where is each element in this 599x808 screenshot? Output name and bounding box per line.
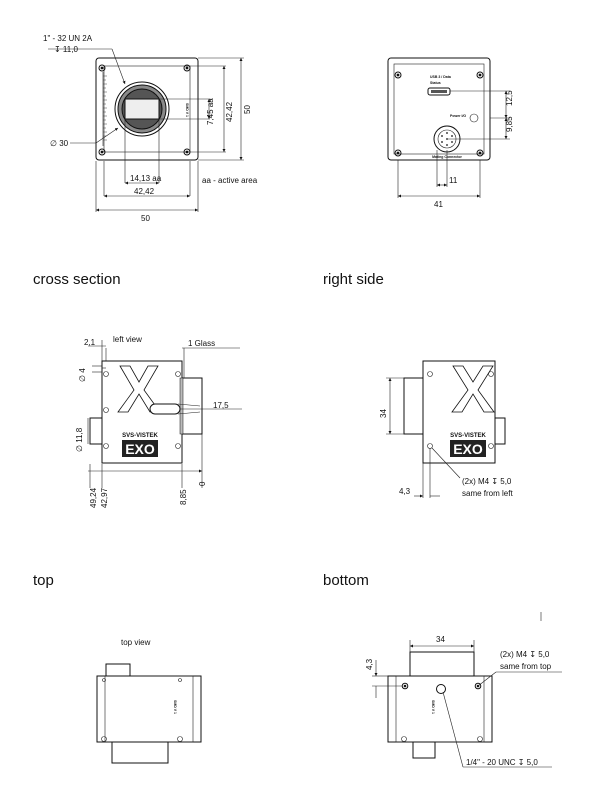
front-mount-holes: [98, 64, 191, 156]
right-m4-label: (2x) M4 ↧ 5,0: [462, 477, 512, 486]
back-dim-41: 41: [434, 200, 443, 209]
front-dim-50-v: 50: [243, 105, 252, 114]
bottom-view-drawing: SMD V 1: [372, 640, 562, 768]
svg-text:Power I/O: Power I/O: [450, 114, 466, 118]
bottom-tripod-label: 1/4" - 20 UNC ↧ 5,0: [466, 758, 538, 767]
back-dim-12-5: 12,5: [505, 90, 514, 106]
front-depth-label: ↧ 11,0: [54, 45, 78, 54]
front-dim-7-45: 7,45 aa: [206, 98, 215, 125]
cross-dim-0: 0: [198, 481, 207, 486]
back-dim-11: 11: [449, 176, 458, 185]
cross-brand-label: SVS-VISTEK: [122, 433, 158, 439]
cross-logo-badge: [122, 440, 158, 457]
right-logo: EXO: [453, 441, 483, 457]
back-dim-9-85: 9,85: [505, 116, 514, 132]
back-view-drawing: USB 3 / Data Status Power I/O Mating Con…: [387, 57, 510, 198]
front-thread-label: 1" - 32 UN 2A: [43, 34, 93, 43]
cross-logo: EXO: [125, 441, 155, 457]
cross-dim-49-24: 49,24: [89, 487, 98, 508]
cross-left-view: left view: [113, 335, 142, 344]
right-dim-4-3: 4,3: [399, 487, 411, 496]
cross-dimension-lines: [87, 340, 242, 488]
cross-dim-2-1: 2,1: [84, 338, 96, 347]
right-logo-badge: [450, 440, 486, 457]
right-dim-34: 34: [379, 409, 388, 418]
right-brand-label: SVS-VISTEK: [450, 433, 486, 439]
front-dim-42-42-v: 42,42: [225, 101, 234, 122]
bottom-same-label: same from top: [500, 662, 552, 671]
front-diameter-label: ∅ 30: [50, 139, 69, 148]
cross-dim-8-85: 8,85: [179, 489, 188, 505]
svg-text:SMD V 1: SMD V 1: [431, 700, 435, 714]
top-view-drawing: SMD V 1: [96, 663, 202, 764]
right-same-label: same from left: [462, 489, 513, 498]
front-view-drawing: SMD V 1: [48, 48, 244, 212]
cross-dim-17-5: 17,5: [213, 401, 229, 410]
section-title-right-side: right side: [323, 271, 384, 288]
right-side-drawing: [386, 360, 506, 498]
section-title-bottom: bottom: [323, 572, 369, 589]
front-dim-14-13: 14,13 aa: [130, 174, 162, 183]
back-mount-holes: [394, 71, 484, 157]
bottom-dim-4-3: 4,3: [365, 658, 374, 670]
svg-text:Mating Connector: Mating Connector: [432, 155, 462, 159]
cross-section-drawing: [89, 360, 203, 464]
cross-glass: 1 Glass: [188, 339, 215, 348]
svg-text:Status: Status: [430, 81, 441, 85]
cross-dim-d4: ∅ 4: [78, 368, 87, 382]
front-legend-active-area: aa - active area: [202, 176, 258, 185]
bottom-m4-label: (2x) M4 ↧ 5,0: [500, 650, 550, 659]
section-title-top: top: [33, 572, 54, 589]
section-title-cross-section: cross section: [33, 271, 121, 288]
svg-text:SMD V 1: SMD V 1: [173, 700, 177, 714]
front-dim-42-42-h: 42,42: [134, 187, 155, 196]
svg-text:USB 3 / Data: USB 3 / Data: [430, 75, 451, 79]
top-view-label: top view: [121, 638, 151, 647]
svg-text:SMD V 1: SMD V 1: [185, 103, 189, 117]
front-dim-50-h: 50: [141, 214, 150, 223]
cross-dim-42-97: 42,97: [100, 487, 109, 508]
cross-dim-d11-8: ∅ 11,8: [75, 427, 84, 452]
bottom-dim-34: 34: [436, 635, 445, 644]
